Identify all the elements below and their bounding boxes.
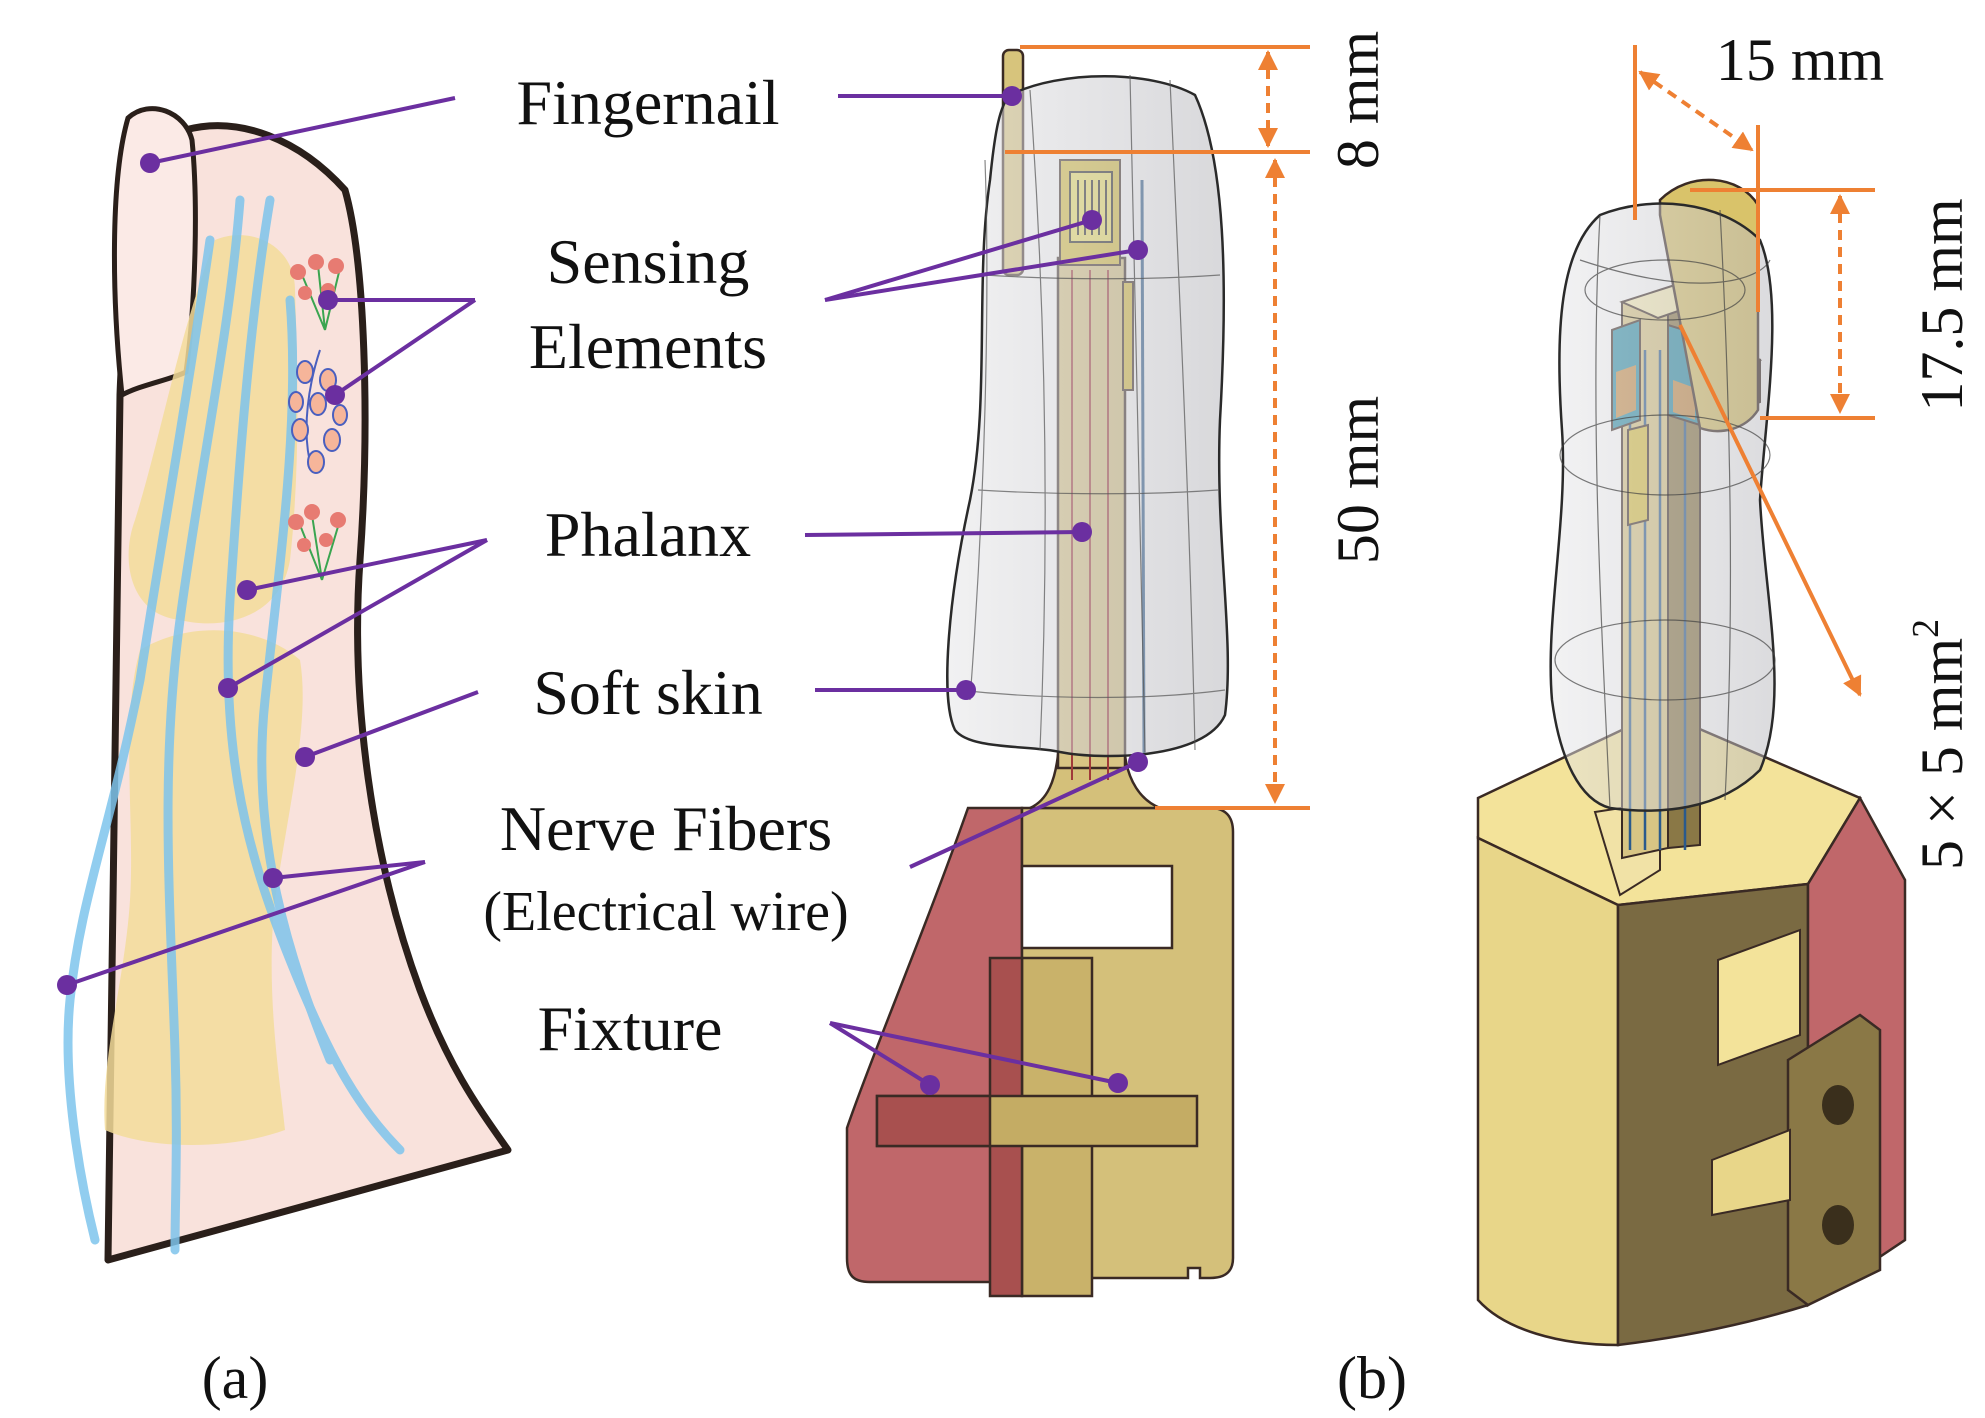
dim-label-area: 5 × 5 mm2 (1905, 619, 1975, 870)
dim-label-length: 50 mm (1325, 396, 1391, 564)
dim-label-width: 15 mm (1716, 27, 1884, 93)
leader-lines (57, 86, 1148, 1095)
soft-skin-shell-front (946, 75, 1230, 758)
label-nerve-2: (Electrical wire) (483, 881, 848, 943)
label-fixture: Fixture (538, 993, 723, 1064)
fixture-iso-lug (1786, 1013, 1882, 1307)
label-sensing-1: Sensing (547, 226, 750, 297)
dim-label-nail: 8 mm (1325, 31, 1391, 169)
finger-receptors (288, 254, 348, 581)
dim-label-height: 17.5 mm (1909, 198, 1975, 411)
finger-nerves (63, 195, 405, 1255)
panel-label-a: (a) (202, 1345, 269, 1411)
dimensions-iso (1633, 45, 1875, 697)
dim-label-area-exp: 2 (1905, 619, 1947, 638)
dim-label-area-base: 5 × 5 mm (1909, 638, 1975, 870)
sensor-iso-view (1476, 178, 1907, 1347)
label-sensing-2: Elements (529, 311, 767, 382)
label-fingernail: Fingernail (516, 67, 779, 138)
soft-skin-shell-iso (1549, 202, 1776, 812)
finger-illustration (63, 106, 512, 1264)
label-phalanx: Phalanx (545, 499, 751, 570)
label-soft-skin: Soft skin (533, 657, 762, 728)
panel-label-b: (b) (1337, 1345, 1407, 1411)
dimensions-front (1005, 45, 1310, 810)
fixture-slot-front (1020, 864, 1174, 950)
finger-bone-middle (104, 630, 303, 1145)
fixture-iso-front (1476, 836, 1620, 1347)
label-nerve-1: Nerve Fibers (500, 793, 832, 864)
text-labels: Fingernail Sensing Elements Phalanx Soft… (202, 27, 1975, 1411)
